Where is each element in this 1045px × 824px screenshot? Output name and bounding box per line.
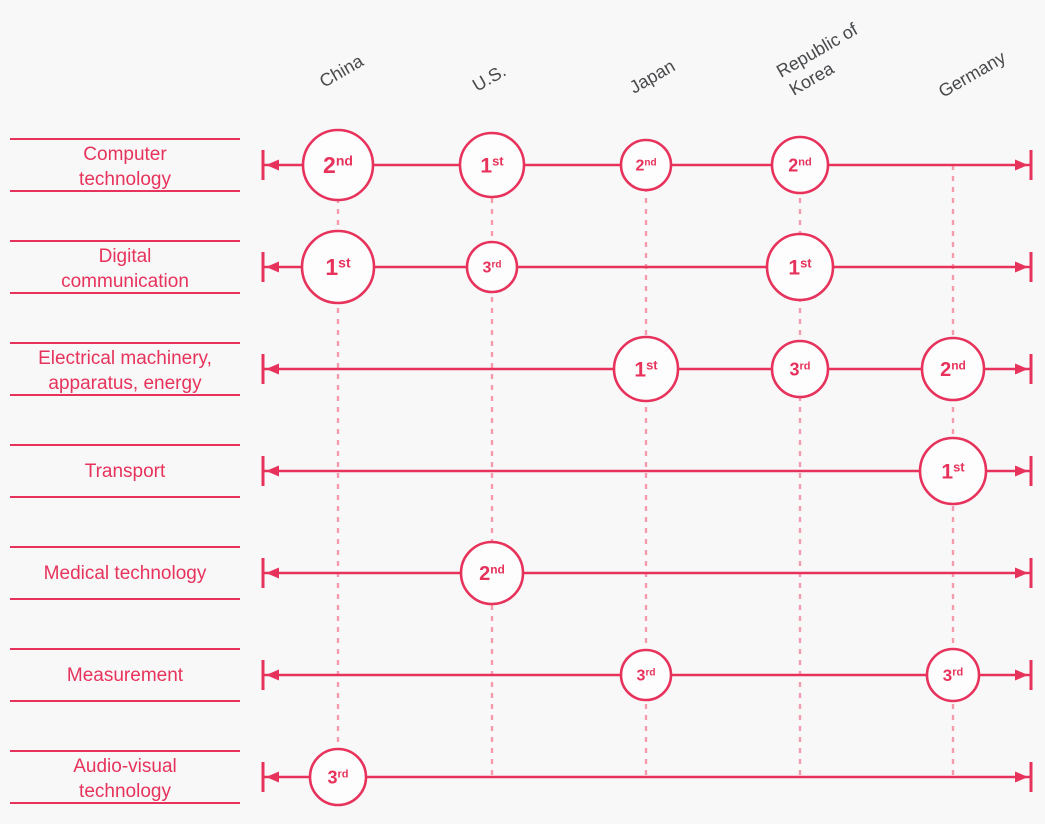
row-axis-right-arrow-icon-digital-communication [1015, 261, 1028, 273]
row-measurement: Measurement [10, 648, 1033, 702]
rank-label-japan-computer-technology: 2nd [635, 157, 656, 174]
row-axis-right-arrow-icon-transport [1015, 465, 1028, 477]
row-axis-left-arrow-icon-measurement [266, 669, 279, 681]
rank-circle-outline-china-computer-technology [301, 128, 375, 202]
rank-label-china-audio-visual-technology: 3rd [327, 767, 348, 787]
rank-circle-outline-china-digital-communication [300, 229, 376, 305]
row-axis-right-arrow-icon-medical-technology [1015, 567, 1028, 579]
row-axis-right-arrow-icon-audio-visual-technology [1015, 771, 1028, 783]
rank-circle-japan-computer-technology: 2nd [619, 138, 673, 192]
row-label-medical-technology: Medical technology [44, 563, 207, 584]
rank-circle-germany-electrical-machinery-apparatus-energy: 2nd [920, 336, 986, 402]
rank-circle-republic-of-korea-computer-technology: 2nd [770, 135, 830, 195]
rank-circle-outline-republic-of-korea-electrical-machinery-apparatus-energy [770, 339, 830, 399]
row-medical-technology: Medical technology [10, 546, 1033, 600]
rank-circle-outline-germany-transport [918, 436, 988, 506]
row-axis-left-arrow-icon-audio-visual-technology [266, 771, 279, 783]
row-axis-right-arrow-icon-electrical-machinery-apparatus-energy [1015, 363, 1028, 375]
rank-circle-outline-germany-measurement [925, 647, 981, 703]
rank-label-china-digital-communication: 1st [325, 254, 351, 280]
row-axis-right-arrow-icon-measurement [1015, 669, 1028, 681]
rank-circle-germany-measurement: 3rd [925, 647, 981, 703]
rank-label-us-digital-communication: 3rd [483, 259, 502, 276]
rank-circle-japan-measurement: 3rd [619, 648, 673, 702]
row-label-transport: Transport [85, 461, 166, 482]
rank-label-japan-measurement: 3rd [637, 667, 656, 684]
rank-label-republic-of-korea-digital-communication: 1st [788, 255, 812, 279]
rank-circle-outline-china-audio-visual-technology [308, 747, 368, 807]
rank-circle-outline-germany-electrical-machinery-apparatus-energy [920, 336, 986, 402]
rank-circle-republic-of-korea-digital-communication: 1st [765, 232, 835, 302]
rank-circle-outline-us-digital-communication [465, 240, 519, 294]
column-header-japan: Japan [626, 56, 678, 98]
row-label-electrical-machinery-apparatus-energy: Electrical machinery,apparatus, energy [38, 348, 212, 394]
column-header-us: U.S. [469, 61, 509, 96]
column-header-republic-of-korea: Republic ofKorea [773, 19, 873, 101]
row-electrical-machinery-apparatus-energy: Electrical machinery,apparatus, energy [10, 342, 1033, 396]
rank-circle-china-audio-visual-technology: 3rd [308, 747, 368, 807]
rank-circle-germany-transport: 1st [918, 436, 988, 506]
row-label-measurement: Measurement [67, 665, 184, 686]
rank-label-china-computer-technology: 2nd [323, 152, 353, 178]
rank-label-germany-transport: 1st [941, 459, 965, 483]
rank-circle-outline-republic-of-korea-computer-technology [770, 135, 830, 195]
row-axis-left-arrow-icon-transport [266, 465, 279, 477]
rank-circle-japan-electrical-machinery-apparatus-energy: 1st [612, 335, 680, 403]
rank-label-republic-of-korea-computer-technology: 2nd [788, 155, 811, 175]
rank-circle-us-medical-technology: 2nd [459, 540, 525, 606]
rank-circle-outline-japan-computer-technology [619, 138, 673, 192]
rank-circle-china-computer-technology: 2nd [301, 128, 375, 202]
column-header-china: China [316, 50, 368, 91]
row-axis-right-arrow-icon-computer-technology [1015, 159, 1028, 171]
row-axis-left-arrow-icon-electrical-machinery-apparatus-energy [266, 363, 279, 375]
rank-circle-china-digital-communication: 1st [300, 229, 376, 305]
rank-circle-us-computer-technology: 1st [458, 131, 526, 199]
rank-label-japan-electrical-machinery-apparatus-energy: 1st [634, 357, 658, 381]
row-axis-left-arrow-icon-medical-technology [266, 567, 279, 579]
rank-circle-outline-republic-of-korea-digital-communication [765, 232, 835, 302]
rank-circle-republic-of-korea-electrical-machinery-apparatus-energy: 3rd [770, 339, 830, 399]
rank-label-us-medical-technology: 2nd [479, 562, 505, 585]
row-axis-left-arrow-icon-computer-technology [266, 159, 279, 171]
rank-circle-outline-japan-measurement [619, 648, 673, 702]
column-header-germany: Germany [935, 47, 1009, 101]
rank-label-germany-measurement: 3rd [943, 666, 963, 685]
row-transport: Transport [10, 444, 1033, 498]
rank-label-us-computer-technology: 1st [480, 153, 504, 177]
rank-circle-outline-us-computer-technology [458, 131, 526, 199]
rank-label-germany-electrical-machinery-apparatus-energy: 2nd [940, 358, 966, 381]
row-axis-left-arrow-icon-digital-communication [266, 261, 279, 273]
rank-circle-outline-japan-electrical-machinery-apparatus-energy [612, 335, 680, 403]
rank-circle-us-digital-communication: 3rd [465, 240, 519, 294]
rank-label-republic-of-korea-electrical-machinery-apparatus-energy: 3rd [789, 359, 810, 379]
rank-circle-outline-us-medical-technology [459, 540, 525, 606]
